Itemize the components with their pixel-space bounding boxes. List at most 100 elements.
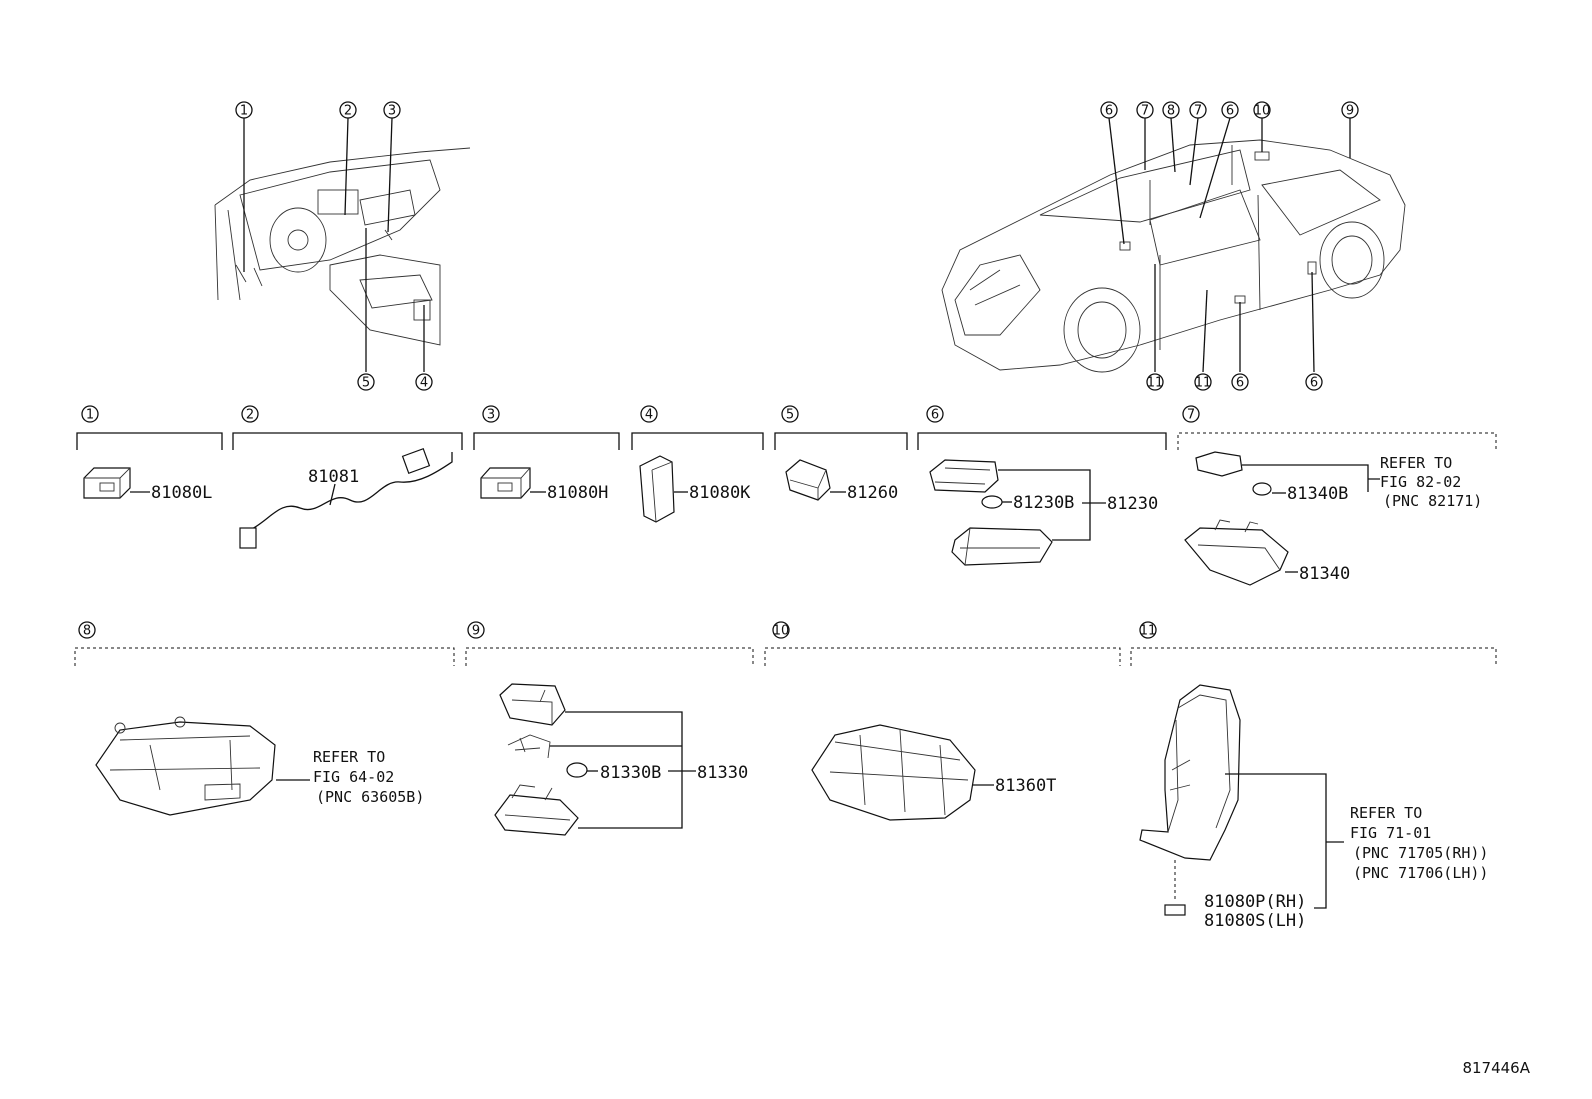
callout-11 xyxy=(1146,373,1164,391)
callout-8 xyxy=(1162,101,1180,119)
section-8-callout xyxy=(78,621,96,639)
dashboard-callouts: 1 2 3 5 4 xyxy=(235,101,433,391)
callout-6-label: 6 xyxy=(1105,104,1113,119)
callout-6 xyxy=(1221,101,1239,119)
callout-5-label: 5 xyxy=(362,376,370,391)
section-7: 7 81340B 81340 REFER TO FIG 82-02 (PNC 8… xyxy=(1177,405,1497,586)
section-4-bracket xyxy=(631,432,764,450)
section-1: 1 81080L xyxy=(76,405,223,503)
callout-4-label: 4 xyxy=(420,376,428,391)
refer-to-label: REFER TO xyxy=(313,748,385,766)
vehicle-callouts: 6 7 8 7 6 10 9 11 11 6 6 xyxy=(1100,101,1359,391)
section-1-callout-label: 1 xyxy=(86,408,94,423)
callout-8-label: 8 xyxy=(1167,104,1175,119)
part-number-81080s-lh: 81080S(LH) xyxy=(1204,911,1306,931)
callout-7 xyxy=(1189,101,1207,119)
section-1-bracket xyxy=(76,432,223,450)
refer-fig-64-02: FIG 64-02 xyxy=(313,768,394,786)
scuff-plate-drawing xyxy=(1139,684,1241,861)
part-number-81340: 81340 xyxy=(1299,564,1350,584)
refer-pnc-63605b: (PNC 63605B) xyxy=(316,788,424,806)
part-81080p-lamp-drawing xyxy=(1164,904,1186,916)
callout-11-label: 11 xyxy=(1147,376,1164,391)
section-9: 9 81330B 81330 xyxy=(465,621,754,836)
section-7-callout xyxy=(1182,405,1200,423)
section-10-callout xyxy=(772,621,790,639)
section-5-bracket xyxy=(774,432,908,450)
section-2-bracket xyxy=(232,432,463,450)
section-3-callout-label: 3 xyxy=(487,408,495,423)
section-7-bracket xyxy=(1177,432,1497,450)
figure-id: 817446A xyxy=(1462,1059,1530,1077)
part-81330-housing-drawing xyxy=(494,794,579,836)
callout-2-label: 2 xyxy=(344,104,352,119)
section-11-callout-label: 11 xyxy=(1140,624,1157,639)
section-10-bracket xyxy=(764,647,1121,666)
section-5: 5 81260 xyxy=(774,405,908,503)
section-11-callout xyxy=(1139,621,1157,639)
section-10: 10 81360T xyxy=(764,621,1121,821)
section-11-bracket xyxy=(1130,647,1497,666)
callout-3-label: 3 xyxy=(388,104,396,119)
dashboard-leaders xyxy=(243,117,425,372)
part-81260-drawing xyxy=(785,459,831,501)
vehicle-overview-illustration xyxy=(941,139,1406,373)
callout-10-label: 10 xyxy=(1254,104,1271,119)
section-6: 6 81230B 81230 xyxy=(917,405,1167,566)
callout-6-label: 6 xyxy=(1310,376,1318,391)
refer-pnc-71706-lh: (PNC 71706(LH)) xyxy=(1353,864,1488,882)
section-9-callout xyxy=(467,621,485,639)
callout-9-label: 9 xyxy=(1346,104,1354,119)
part-number-81330b: 81330B xyxy=(600,763,661,783)
wire-connector xyxy=(239,527,257,549)
part-number-81080p-rh: 81080P(RH) xyxy=(1204,892,1306,912)
section-10-callout-label: 10 xyxy=(773,624,790,639)
refer-pnc-71705-rh: (PNC 71705(RH)) xyxy=(1353,844,1488,862)
callout-7-label: 7 xyxy=(1141,104,1149,119)
section-8: 8 REFER TO FIG 64-02 (PNC 63605B) xyxy=(74,621,455,816)
part-number-81360t: 81360T xyxy=(995,776,1056,796)
wire-sensor xyxy=(401,448,431,474)
part-81080k-drawing xyxy=(639,455,675,523)
section-4-callout-label: 4 xyxy=(645,408,653,423)
section-11: 11 81080P(RH) 81080S(LH) REFER TO FIG 71… xyxy=(1130,621,1497,931)
callout-9 xyxy=(1341,101,1359,119)
part-81330-lens-drawing xyxy=(499,683,566,726)
section-9-callout-label: 9 xyxy=(472,624,480,639)
section-9-bracket xyxy=(465,647,754,666)
wire-harness-81081 xyxy=(249,452,453,531)
part-81340b-bulb-drawing xyxy=(1252,482,1272,496)
callout-5 xyxy=(357,373,375,391)
part-number-81340b: 81340B xyxy=(1287,484,1348,504)
part-number-81080k: 81080K xyxy=(689,483,751,503)
refer-fig-82-02: FIG 82-02 xyxy=(1380,473,1461,491)
callout-3 xyxy=(383,101,401,119)
callout-6 xyxy=(1100,101,1118,119)
part-number-81081: 81081 xyxy=(308,467,359,487)
callout-7 xyxy=(1136,101,1154,119)
section-1-callout xyxy=(81,405,99,423)
section-3: 3 81080H xyxy=(473,405,620,503)
refer-to-label: REFER TO xyxy=(1380,454,1452,472)
part-number-81230b: 81230B xyxy=(1013,493,1074,513)
callout-6-label: 6 xyxy=(1236,376,1244,391)
part-81230b-bulb-drawing xyxy=(981,495,1003,509)
section-6-callout-label: 6 xyxy=(931,408,939,423)
part-number-81330: 81330 xyxy=(697,763,748,783)
dashboard-overview-illustration xyxy=(214,147,471,346)
callout-6 xyxy=(1305,373,1323,391)
section-3-bracket xyxy=(473,432,620,450)
part-81330b-bulb-drawing xyxy=(566,762,588,778)
section-8-bracket xyxy=(74,647,455,666)
section-4-callout xyxy=(640,405,658,423)
section-5-callout xyxy=(781,405,799,423)
refer-fig-71-01: FIG 71-01 xyxy=(1350,824,1431,842)
part-number-81260: 81260 xyxy=(847,483,898,503)
callout-7-label: 7 xyxy=(1194,104,1202,119)
callout-11 xyxy=(1194,373,1212,391)
callout-1 xyxy=(235,101,253,119)
vehicle-leaders xyxy=(1108,117,1351,373)
section-8-callout-label: 8 xyxy=(83,624,91,639)
part-81340-lens-drawing xyxy=(1184,527,1289,586)
